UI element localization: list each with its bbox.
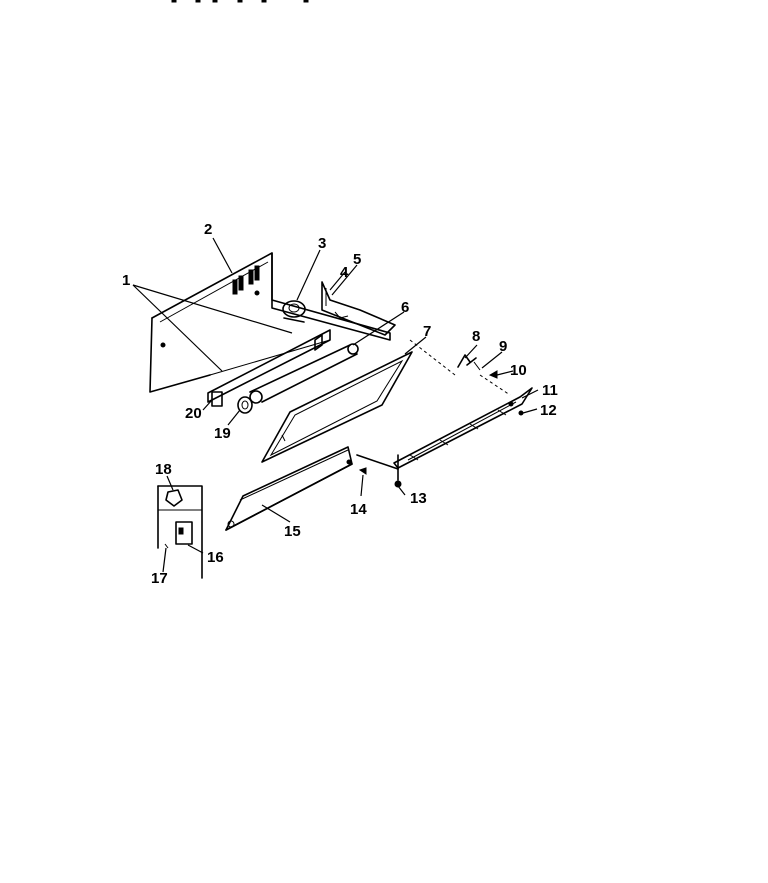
handle-trim [393,387,533,469]
callout-6: 6 [401,299,409,316]
screw-small [358,467,367,475]
callout-20: 20 [185,405,202,422]
callout-10: 10 [510,362,527,379]
callout-14: 14 [350,501,367,518]
tube-rod [249,343,359,404]
callout-9: 9 [499,338,507,355]
glass-window [261,351,413,463]
callout-1: 1 [122,272,130,289]
callout-12: 12 [540,402,557,419]
assembly-lines [409,339,511,396]
callout-18: 18 [155,461,172,478]
callout-8: 8 [472,328,480,345]
rail-bracket [207,329,331,407]
callout-19: 19 [214,425,231,442]
callout-7: 7 [423,323,431,340]
top-edge-marks [171,0,309,3]
callout-13: 13 [410,490,427,507]
leader-lines [132,237,539,573]
inset-box [157,485,203,579]
control-panel-back [149,252,391,393]
screw-long [356,454,402,488]
timer-switch [282,300,306,323]
front-panel-strip [225,446,353,531]
callout-15: 15 [284,523,301,540]
callout-17: 17 [151,570,168,587]
callout-11: 11 [542,382,558,399]
callout-3: 3 [318,235,326,252]
side-bracket [321,281,396,336]
callout-2: 2 [204,221,212,238]
callout-4: 4 [340,264,349,281]
callout-labels: 1 2 3 4 5 6 7 8 9 10 11 12 13 14 15 16 1… [122,221,558,587]
callout-5: 5 [353,251,361,268]
knob [237,396,253,414]
callout-16: 16 [207,549,224,566]
